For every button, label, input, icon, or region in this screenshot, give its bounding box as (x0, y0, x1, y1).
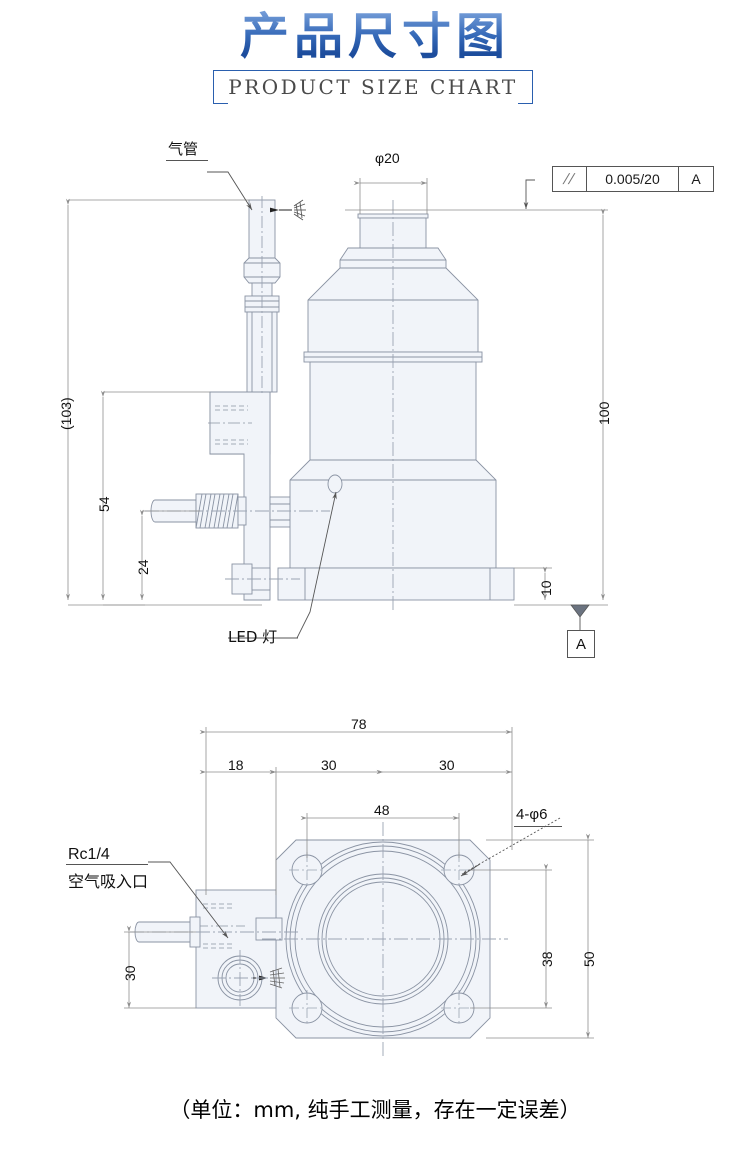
dim-height-50: 50 (581, 951, 597, 967)
side-connector (255, 917, 283, 941)
parallelism-icon: // (553, 167, 587, 191)
air-inlet-underline (66, 864, 148, 865)
air-tube-leader (207, 171, 253, 211)
body-base-plate (277, 567, 515, 601)
dim-height-10: 10 (538, 580, 554, 596)
dim-width-30b: 30 (439, 757, 455, 773)
dim-width-78: 78 (351, 716, 367, 732)
dim-dia-top: φ20 (375, 150, 400, 166)
holes-leader (461, 817, 561, 875)
gdt-datum-ref: A (691, 171, 701, 187)
air-inlet-text-label: 空气吸入口 (68, 872, 149, 891)
air-tube-label: 气管 (168, 140, 199, 158)
footer-note: （单位：mm, 纯手工测量，存在一定误差） (169, 1098, 581, 1122)
page-title-en: PRODUCT SIZE CHART (228, 75, 518, 99)
dim-width-18: 18 (228, 757, 244, 773)
dim-width-30a: 30 (321, 757, 337, 773)
bottom-view-drawing (0, 700, 750, 1120)
gdt-tolerance-value: 0.005/20 (587, 167, 679, 191)
gdt-feature-control-frame: // 0.005/20 A (552, 166, 714, 192)
dim-height-overall: (103) (58, 397, 74, 430)
air-inlet-thread-label: Rc1/4 (68, 846, 110, 863)
dim-height-38: 38 (539, 951, 555, 967)
dim-height-24: 24 (135, 559, 151, 575)
dim-height-30: 30 (122, 965, 138, 981)
led-lamp-indicator (327, 474, 343, 494)
dim-height-100: 100 (596, 401, 612, 425)
datum-a-symbol (570, 604, 590, 630)
led-lamp-label: LED 灯 (228, 628, 278, 646)
title-box-mask (228, 86, 518, 104)
led-leader (296, 491, 337, 639)
datum-a-box: A (567, 630, 595, 658)
dim-width-48: 48 (374, 802, 390, 818)
bolt-holes-label: 4-φ6 (516, 806, 548, 823)
bolt-holes-underline (514, 826, 562, 827)
front-view-drawing (65, 171, 608, 639)
air-tube-label-underline (166, 160, 208, 161)
page-title-zh: 产品尺寸图 (0, 6, 750, 68)
air-inlet-leader (148, 861, 229, 939)
gdt-leader (523, 179, 535, 209)
dim-height-54: 54 (96, 496, 112, 512)
